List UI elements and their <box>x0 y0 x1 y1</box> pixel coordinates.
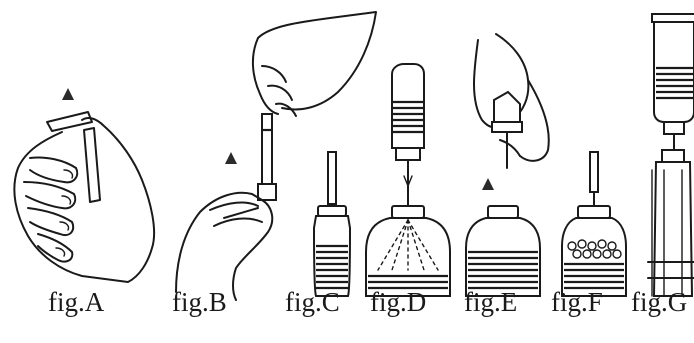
caption-fig-e: fig.E <box>464 289 517 316</box>
caption-fig-f: fig.F <box>551 289 603 316</box>
vial-e-cap <box>488 206 518 218</box>
vial-cap <box>47 112 92 131</box>
needle-shaft-lower <box>224 208 258 218</box>
vial-body <box>84 128 100 202</box>
vial-e-contents <box>468 252 538 288</box>
fig-e-illustration <box>466 34 549 296</box>
fig-a-illustration <box>14 88 154 282</box>
finger-1 <box>30 157 77 182</box>
up-arrow-e-icon <box>482 178 494 190</box>
caption-fig-d: fig.D <box>370 289 426 316</box>
vial-c <box>314 216 350 296</box>
finger-2 <box>24 182 75 208</box>
fig-f-illustration <box>562 152 626 296</box>
fig-c-illustration <box>314 152 350 296</box>
bottle-g-cap <box>664 122 684 134</box>
needle-sheath-f <box>590 152 598 192</box>
up-arrow-icon <box>62 88 74 100</box>
caption-fig-c: fig.C <box>285 289 340 316</box>
fig-d-illustration <box>366 64 450 296</box>
vial-f-cap <box>578 206 610 218</box>
drip-chamber-top <box>662 150 684 162</box>
solvent-bottle-d <box>392 64 424 148</box>
drip-chamber <box>654 162 692 296</box>
transfer-needle-hub <box>258 184 276 200</box>
infusion-bottle-g <box>654 20 694 122</box>
down-arrow-icon <box>225 152 237 164</box>
caption-fig-g: fig.G <box>631 289 687 316</box>
bottle-e-cap <box>492 122 522 132</box>
vial-cap-c <box>318 206 346 216</box>
caption-fig-b: fig.B <box>172 289 227 316</box>
finger-3 <box>28 208 73 235</box>
transfer-needle-upper <box>262 114 272 184</box>
bottle-e-held <box>494 92 520 122</box>
needle-sheath <box>328 152 336 204</box>
fig-g-illustration <box>648 14 694 296</box>
bottle-d-cap <box>396 148 420 160</box>
finger-4 <box>38 234 72 262</box>
upper-hand-outline <box>258 12 376 109</box>
vial-d-cap <box>392 206 424 218</box>
caption-fig-a: fig.A <box>48 289 104 316</box>
